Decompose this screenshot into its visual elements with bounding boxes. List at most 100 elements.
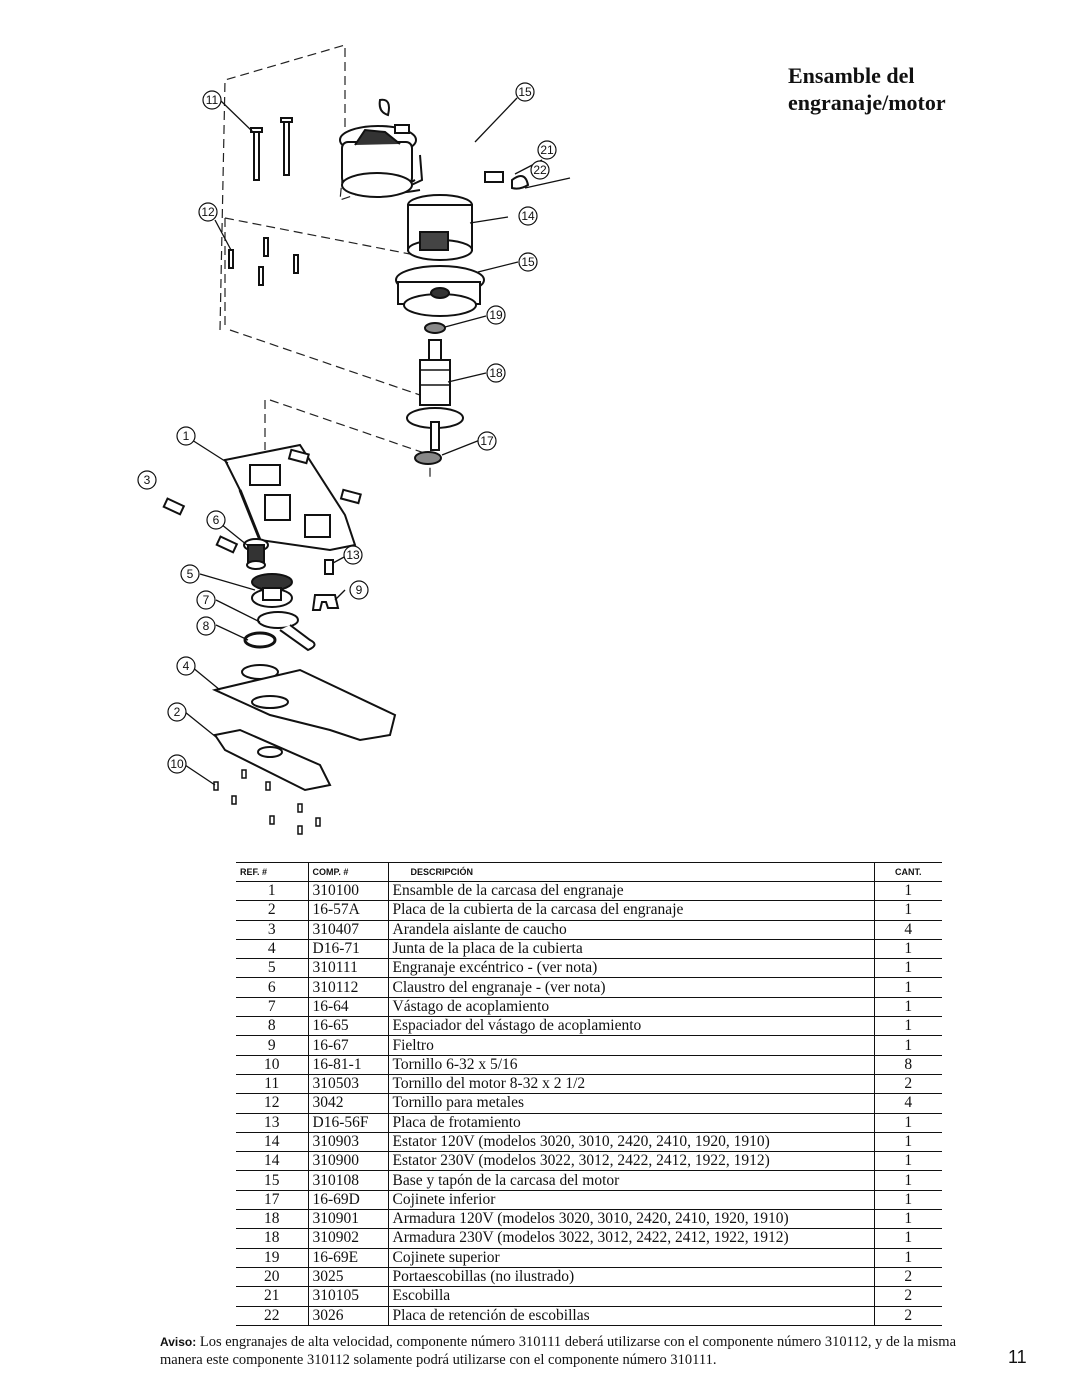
motor-housing-base (395, 265, 485, 317)
armature (406, 339, 464, 451)
gear-cluster (243, 538, 269, 570)
cell-qty: 1 (873, 1016, 942, 1037)
cell-qty: 1 (873, 900, 942, 921)
callout-9-label: 9 (356, 583, 363, 597)
callout-5: 5 (180, 564, 200, 584)
header-comp: COMP. # (307, 862, 388, 882)
cell-desc: Placa de la cubierta de la carcasa del e… (387, 900, 874, 921)
callout-18: 18 (486, 363, 506, 383)
callout-6: 6 (206, 510, 226, 530)
cell-comp: 3025 (307, 1267, 388, 1288)
cell-ref: 2 (236, 900, 308, 921)
cell-qty: 2 (873, 1267, 942, 1288)
callout-10: 10 (167, 754, 187, 774)
cell-comp: 16-57A (307, 900, 388, 921)
notice: Aviso: Los engranajes de alta velocidad,… (160, 1333, 960, 1369)
cell-qty: 1 (873, 1170, 942, 1191)
callout-21-label: 21 (540, 143, 554, 157)
cell-desc: Portaescobillas (no ilustrado) (387, 1267, 874, 1288)
gear-housing (223, 443, 357, 552)
cell-comp: 16-67 (307, 1035, 388, 1056)
cell-comp: 310902 (307, 1228, 388, 1249)
cell-ref: 14 (236, 1151, 308, 1172)
wear-plate (324, 559, 334, 575)
cell-desc: Tornillo 6-32 x 5/16 (387, 1055, 874, 1075)
callout-11-label: 11 (206, 93, 219, 107)
cell-qty: 1 (873, 1132, 942, 1153)
title-line-1: Ensamble del (788, 63, 915, 88)
cell-desc: Fieltro (387, 1035, 874, 1056)
callout-8: 8 (196, 616, 216, 636)
cell-qty: 1 (873, 1228, 942, 1249)
exploded-parts-diagram: 11 12 15 21 22 14 15 19 18 1 17 3 6 13 5… (137, 44, 571, 835)
callout-3-label: 3 (144, 473, 151, 487)
cell-qty: 4 (873, 920, 942, 940)
cell-desc: Cojinete inferior (387, 1190, 874, 1211)
cell-ref: 6 (236, 977, 308, 998)
callout-9: 9 (349, 580, 369, 600)
gear-housing-cover-plate (213, 728, 332, 792)
cell-desc: Estator 230V (modelos 3022, 3012, 2422, … (387, 1151, 874, 1172)
cell-desc: Placa de retención de escobillas (387, 1306, 874, 1326)
callout-11: 11 (202, 90, 222, 110)
callout-22: 22 (530, 160, 550, 180)
callout-14: 14 (518, 206, 538, 226)
cell-comp: 310100 (307, 881, 388, 902)
cell-qty: 1 (873, 939, 942, 960)
callout-1-label: 1 (183, 429, 190, 443)
cell-ref: 9 (236, 1035, 308, 1056)
cell-comp: 310112 (307, 977, 388, 998)
callout-15-lower-label: 15 (521, 255, 535, 269)
cell-qty: 2 (873, 1286, 942, 1307)
cell-ref: 14 (236, 1132, 308, 1153)
page-number: 11 (1008, 1347, 1027, 1367)
connecting-rod (257, 611, 316, 652)
cell-desc: Placa de frotamiento (387, 1113, 874, 1133)
notice-text: Los engranajes de alta velocidad, compon… (160, 1334, 957, 1368)
cell-desc: Armadura 120V (modelos 3020, 3010, 2420,… (387, 1209, 874, 1230)
cell-comp: 16-69E (307, 1248, 388, 1268)
callout-2-label: 2 (174, 705, 181, 719)
callout-5-label: 5 (187, 567, 194, 581)
callout-1: 1 (176, 426, 196, 446)
callout-6-label: 6 (213, 513, 220, 527)
cell-comp: 3026 (307, 1306, 388, 1326)
notice-label: Aviso: (160, 1335, 197, 1349)
page-title: Ensamble del engranaje/motor (788, 62, 1058, 116)
cell-comp: 3042 (307, 1093, 388, 1114)
cell-qty: 1 (873, 958, 942, 979)
callout-3: 3 (137, 470, 157, 490)
callout-15-top: 15 (515, 82, 535, 102)
callout-7-label: 7 (203, 593, 210, 607)
callout-19: 19 (486, 305, 506, 325)
cell-qty: 1 (873, 1151, 942, 1172)
cell-comp: 16-81-1 (307, 1055, 388, 1075)
cell-desc: Claustro del engranaje - (ver nota) (387, 977, 874, 998)
header-qty: CANT. (873, 862, 942, 882)
cell-comp: 310901 (307, 1209, 388, 1230)
callout-15-top-label: 15 (518, 85, 532, 99)
cell-ref: 13 (236, 1113, 308, 1133)
cell-comp: 310903 (307, 1132, 388, 1153)
cell-qty: 2 (873, 1074, 942, 1095)
cell-qty: 1 (873, 1209, 942, 1230)
cell-comp: 16-65 (307, 1016, 388, 1037)
callout-14-label: 14 (521, 209, 535, 223)
cell-desc: Cojinete superior (387, 1248, 874, 1268)
cell-desc: Engranaje excéntrico - (ver nota) (387, 958, 874, 979)
